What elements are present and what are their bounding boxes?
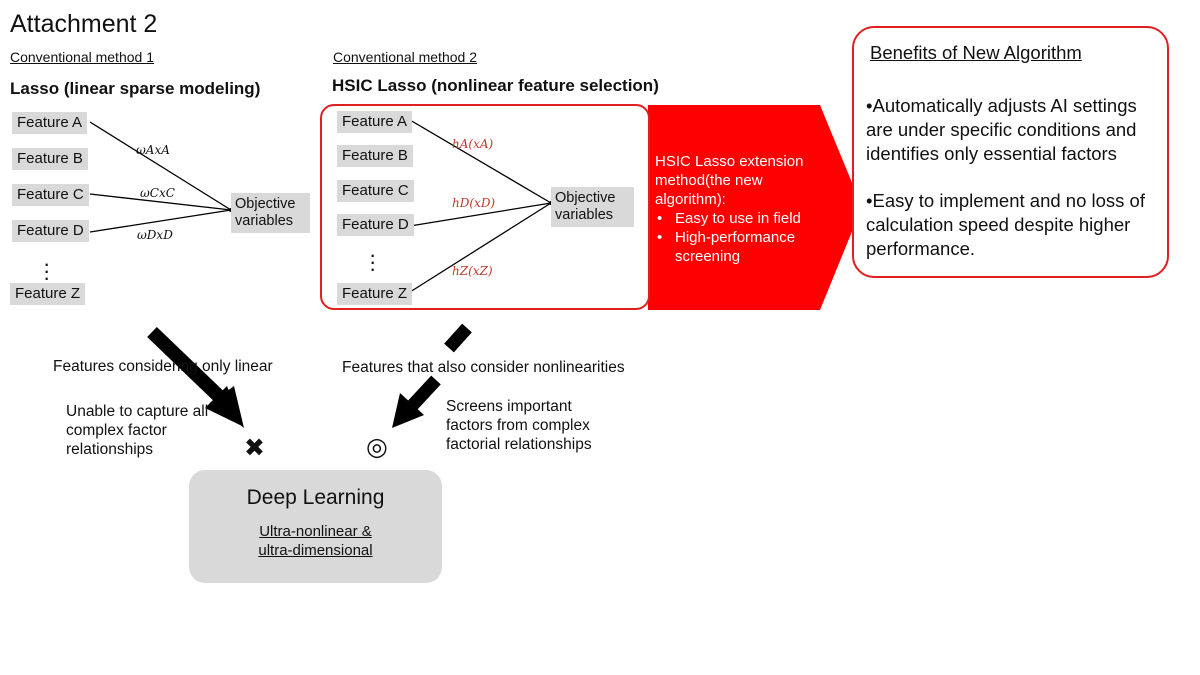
note-unable: Unable to capture all complex factor rel… xyxy=(66,403,209,458)
cross-mark-icon: ✖ xyxy=(244,433,265,462)
method1-label: Conventional method 1 xyxy=(10,49,154,65)
deep-learning-subtitle-2: ultra-dimensional xyxy=(258,542,373,559)
m2-line-a xyxy=(409,119,552,204)
deep-learning-box: Deep Learning Ultra-nonlinear & ultra-di… xyxy=(189,470,442,583)
m2-feature-a: Feature A xyxy=(337,111,413,133)
m2-line-d xyxy=(409,202,552,227)
extension-text: HSIC Lasso extension method(the new algo… xyxy=(655,152,835,266)
m1-vdots: ··· xyxy=(43,251,51,290)
m1-feature-a: Feature A xyxy=(12,112,88,134)
deep-learning-title: Deep Learning xyxy=(246,486,385,509)
m1-line-c xyxy=(89,193,232,211)
m1-feature-d: Feature D xyxy=(12,220,89,242)
m2-kernel-a: hA(xA) xyxy=(452,137,494,151)
note-screens: Screens important factors from complex f… xyxy=(446,398,592,453)
hsic-lasso-frame xyxy=(320,104,650,310)
benefit-point: •Automatically adjusts AI settings are u… xyxy=(866,95,1137,164)
arrow-left-down xyxy=(147,326,244,428)
benefit-point: •Easy to implement and no loss of calcul… xyxy=(866,190,1145,259)
extension-bullet: Easy to use in field xyxy=(655,209,835,228)
method2-name: HSIC Lasso (nonlinear feature selection) xyxy=(332,76,659,95)
m2-line-z xyxy=(409,202,552,293)
note-linear-features: Features considering only linear xyxy=(53,358,273,375)
note-nonlinear-features: Features that also consider nonlineariti… xyxy=(342,359,625,376)
m1-objective: Objective variables xyxy=(231,193,310,233)
m2-feature-c: Feature C xyxy=(337,180,414,202)
m2-vdots: ··· xyxy=(369,242,377,281)
method2-label: Conventional method 2 xyxy=(333,49,477,65)
m2-kernel-d: hD(xD) xyxy=(452,196,496,210)
arrow-right-down xyxy=(392,323,472,428)
m2-kernel-z: hZ(xZ) xyxy=(452,264,493,278)
page-title: Attachment 2 xyxy=(10,10,158,38)
m1-weight-c: ωCxC xyxy=(140,186,175,200)
extension-title: HSIC Lasso extension method(the new algo… xyxy=(655,153,804,208)
m1-weight-d: ωDxD xyxy=(137,228,173,242)
benefits-title: Benefits of New Algorithm xyxy=(870,42,1082,63)
m2-feature-b: Feature B xyxy=(337,145,413,167)
m2-objective: Objective variables xyxy=(551,187,634,227)
benefits-box: Benefits of New Algorithm •Automatically… xyxy=(852,26,1169,278)
m2-feature-z: Feature Z xyxy=(337,283,413,305)
m2-feature-d: Feature D xyxy=(337,214,414,236)
deep-learning-subtitle-1: Ultra-nonlinear & xyxy=(259,523,372,540)
m1-line-d xyxy=(89,209,232,233)
m1-line-a xyxy=(89,121,232,211)
m1-feature-c: Feature C xyxy=(12,184,89,206)
m1-feature-z: Feature Z xyxy=(10,283,86,305)
method1-name: Lasso (linear sparse modeling) xyxy=(10,79,261,98)
extension-bullet: High-performance screening xyxy=(655,228,835,266)
extension-bullets: Easy to use in field High-performance sc… xyxy=(655,209,835,266)
m1-weight-a: ωAxA xyxy=(136,143,170,157)
m1-feature-b: Feature B xyxy=(12,148,88,170)
double-circle-icon: ◎ xyxy=(366,432,388,461)
